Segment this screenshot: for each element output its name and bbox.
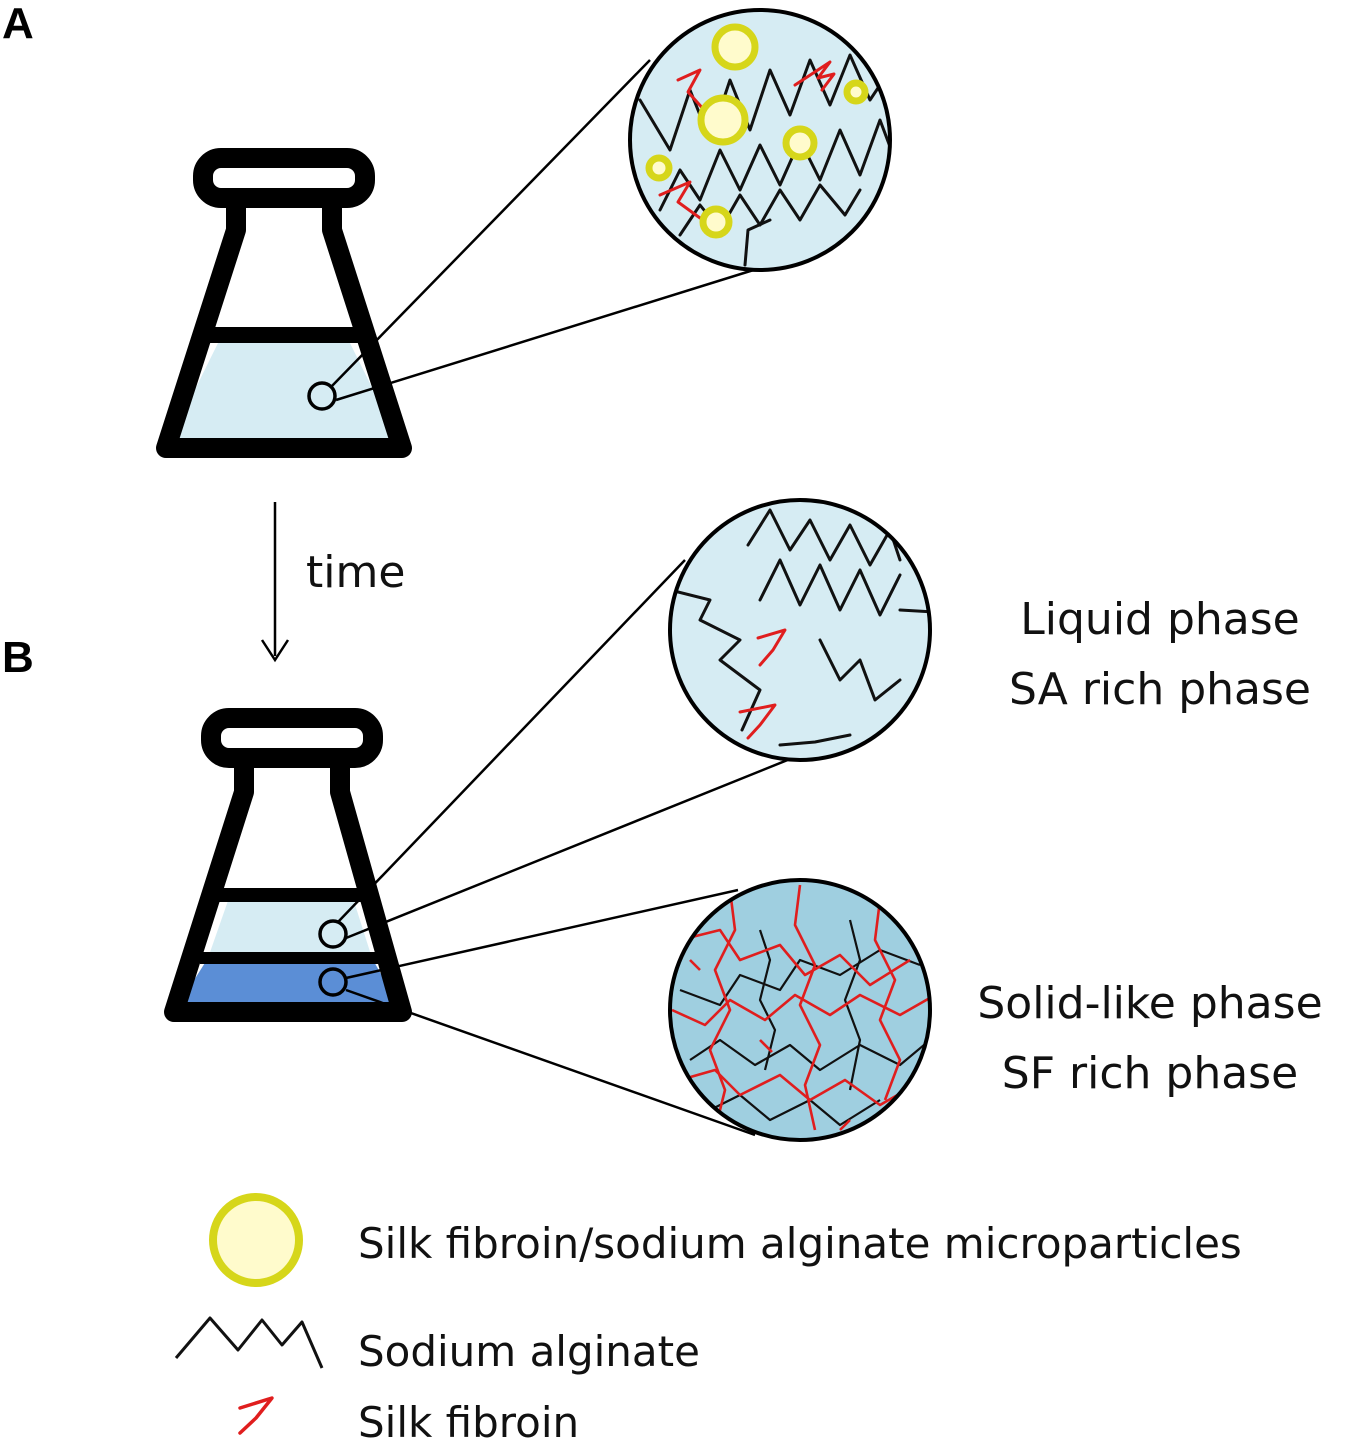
legend-microparticles-label: Silk fibroin/sodium alginate micropartic…	[358, 1219, 1242, 1268]
zoom-lines-a	[307, 59, 761, 411]
sample-loupe-liquid	[318, 919, 348, 949]
sf-rich-phase-label: SF rich phase	[1002, 1048, 1298, 1099]
time-label: time	[306, 547, 405, 598]
flask-a-solution	[166, 335, 402, 448]
liquid-phase-label: Liquid phase	[1020, 594, 1299, 645]
flask-a	[156, 148, 412, 458]
zoom-circle-liquid-phase	[668, 498, 932, 762]
zoom-circle-solid-phase	[668, 878, 932, 1142]
legend-sodium-alginate-label: Sodium alginate	[358, 1327, 700, 1376]
legend-silk-fibroin-swatch	[238, 1396, 274, 1435]
sample-loupe-a	[307, 381, 337, 411]
flask-b-liquid-phase	[208, 895, 372, 958]
sample-loupe-solid	[318, 967, 348, 997]
panel-label-b: B	[2, 633, 34, 682]
zoom-lines-b	[318, 559, 801, 1137]
zoom-circle-a	[628, 8, 892, 272]
legend-alginate-swatch	[174, 1316, 324, 1369]
time-arrow	[260, 502, 290, 663]
flask-b	[164, 708, 412, 1022]
solid-like-phase-label: Solid-like phase	[977, 978, 1322, 1029]
sa-rich-phase-label: SA rich phase	[1009, 664, 1311, 715]
flask-b-solid-phase	[174, 958, 402, 1012]
panel-label-a: A	[2, 0, 34, 48]
legend-microparticle-swatch	[209, 1193, 303, 1287]
legend-silk-fibroin-label: Silk fibroin	[358, 1398, 579, 1447]
legend: Silk fibroin/sodium alginate micropartic…	[174, 1193, 1242, 1447]
